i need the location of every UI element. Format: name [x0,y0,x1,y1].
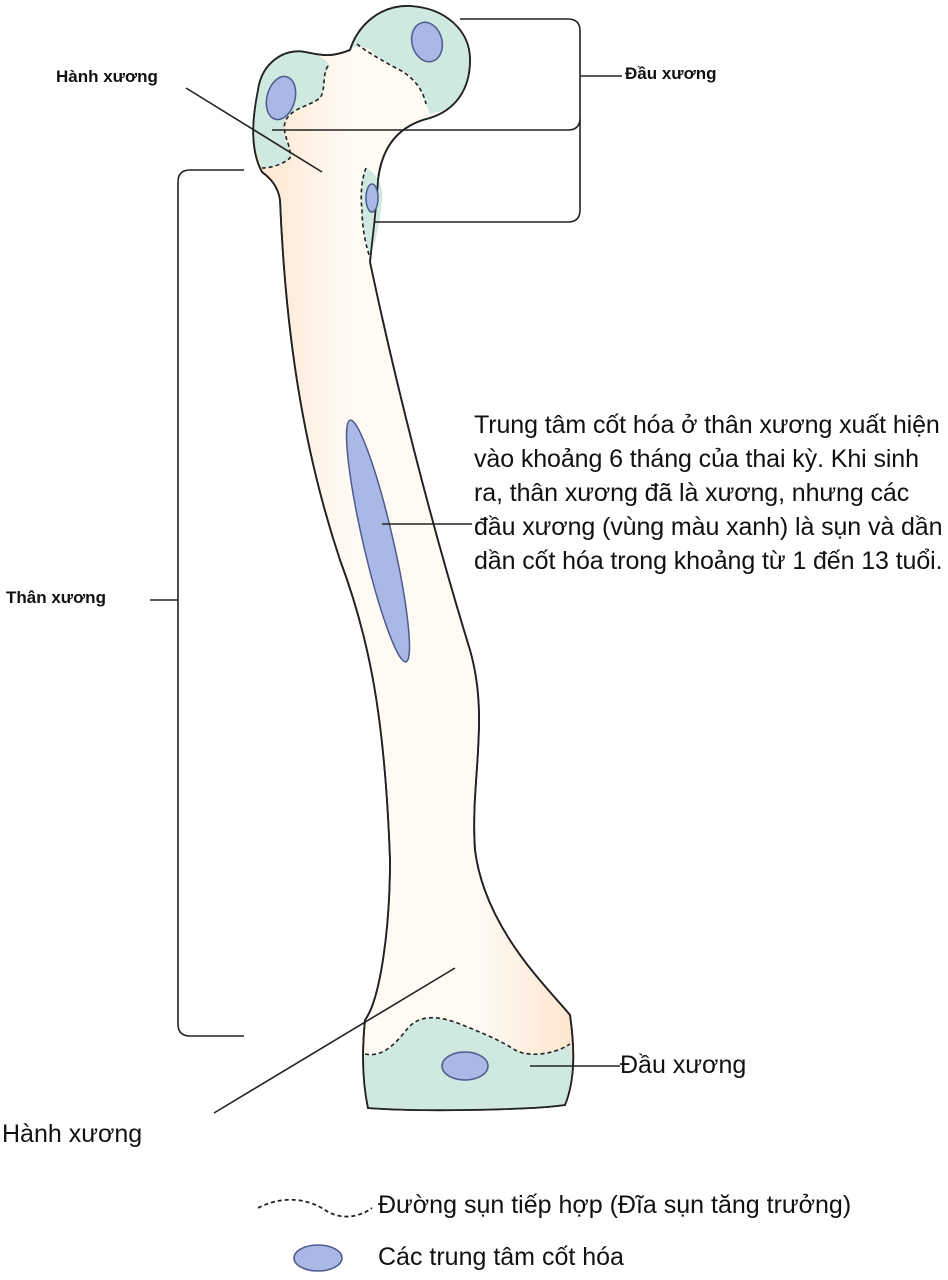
bracket-than-xuong [150,169,244,1037]
ossification-center-lesser-trochanter [365,183,379,213]
femur-outline [252,5,575,1112]
ossification-center-distal [441,1051,489,1081]
ossification-center-trochanter [265,75,297,121]
label-dau-xuong-bottom: Đầu xương [620,1051,747,1079]
legend-growth-plate-label: Đường sụn tiếp hợp (Đĩa sụn tăng trưởng) [378,1191,852,1219]
bracket-dau-xuong-top [272,18,622,223]
legend-dashed-line-icon [257,1198,373,1218]
ossification-center-shaft [345,419,411,663]
label-hanh-xuong-bottom: Hành xương [2,1120,143,1148]
legend-ossification-icon [293,1244,343,1272]
ossification-center-head [410,21,444,63]
growth-plate-lesser-trochanter [360,167,371,259]
head-cartilage [352,6,470,114]
growth-plate-head [356,43,427,105]
growth-plate-distal [364,1016,571,1056]
label-than-xuong: Thân xương [6,588,106,607]
leader-hanh-xuong-top [185,87,323,173]
growth-plate-trochanter [261,65,329,169]
ossification-description: Trung tâm cốt hóa ở thân xương xuất hiện… [474,411,943,575]
label-dau-xuong-top: Đầu xương [625,64,717,83]
leader-hanh-xuong-bottom [213,967,456,1114]
legend-ossification-label: Các trung tâm cốt hóa [378,1243,624,1271]
label-hanh-xuong-top: Hành xương [56,67,158,86]
